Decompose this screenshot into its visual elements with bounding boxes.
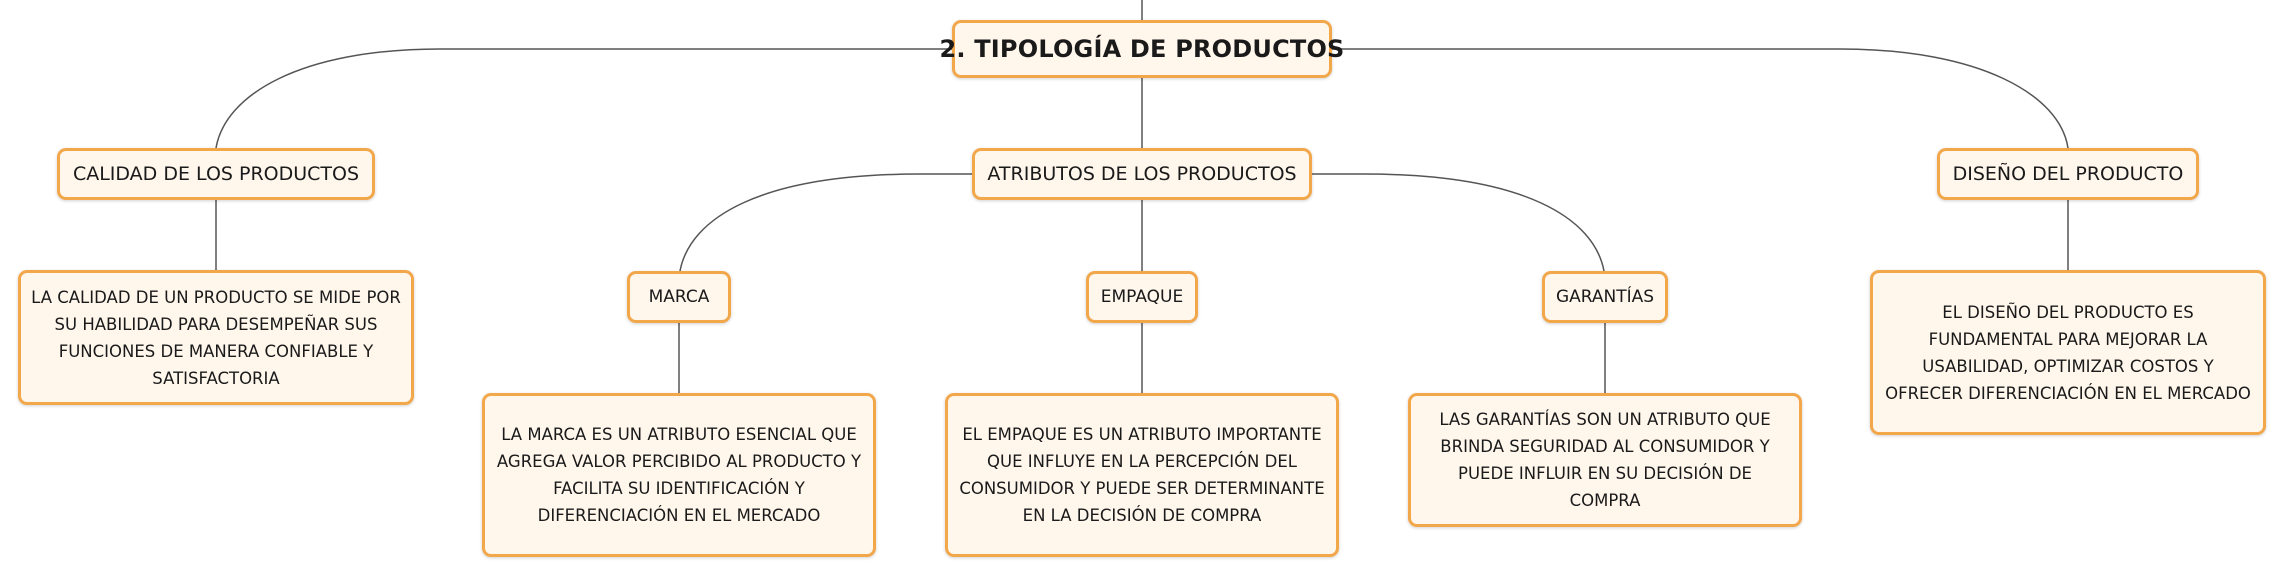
node-marca-description[interactable]: LA MARCA ES UN ATRIBUTO ESENCIAL QUE AGR… [482,393,876,557]
connector-root-calidad [215,48,952,149]
node-atributos[interactable]: ATRIBUTOS DE LOS PRODUCTOS [972,148,1312,200]
node-calidad-description-text: LA CALIDAD DE UN PRODUCTO SE MIDE POR SU… [31,287,401,388]
node-empaque-label: EMPAQUE [1100,287,1184,307]
node-empaque-description-text: EL EMPAQUE ES UN ATRIBUTO IMPORTANTE QUE… [959,425,1325,525]
connector-atributos-garantias [1312,173,1605,272]
node-calidad-description[interactable]: LA CALIDAD DE UN PRODUCTO SE MIDE POR SU… [18,270,414,405]
node-atributos-label: ATRIBUTOS DE LOS PRODUCTOS [987,163,1297,185]
node-diseno-label: DISEÑO DEL PRODUCTO [1952,163,2184,185]
node-garantias-label: GARANTÍAS [1555,287,1655,307]
node-garantias[interactable]: GARANTÍAS [1542,271,1668,323]
node-garantias-description-text: LAS GARANTÍAS SON UN ATRIBUTO QUE BRINDA… [1439,410,1771,510]
node-marca-description-text: LA MARCA ES UN ATRIBUTO ESENCIAL QUE AGR… [496,425,862,525]
connector-atributos-marca [679,173,972,272]
node-empaque-description[interactable]: EL EMPAQUE ES UN ATRIBUTO IMPORTANTE QUE… [945,393,1339,557]
node-marca[interactable]: MARCA [627,271,731,323]
node-diseno-description-text: EL DISEÑO DEL PRODUCTO ES FUNDAMENTAL PA… [1885,302,2251,403]
node-marca-label: MARCA [648,287,710,307]
connector-root-diseno [1332,48,2069,149]
node-diseno[interactable]: DISEÑO DEL PRODUCTO [1937,148,2199,200]
root-node-label: 2. TIPOLOGÍA DE PRODUCTOS [939,35,1345,63]
node-empaque[interactable]: EMPAQUE [1086,271,1198,323]
node-calidad[interactable]: CALIDAD DE LOS PRODUCTOS [57,148,375,200]
node-garantias-description[interactable]: LAS GARANTÍAS SON UN ATRIBUTO QUE BRINDA… [1408,393,1802,527]
root-node[interactable]: 2. TIPOLOGÍA DE PRODUCTOS [939,20,1344,78]
node-calidad-label: CALIDAD DE LOS PRODUCTOS [72,163,360,185]
node-diseno-description[interactable]: EL DISEÑO DEL PRODUCTO ES FUNDAMENTAL PA… [1870,270,2266,435]
